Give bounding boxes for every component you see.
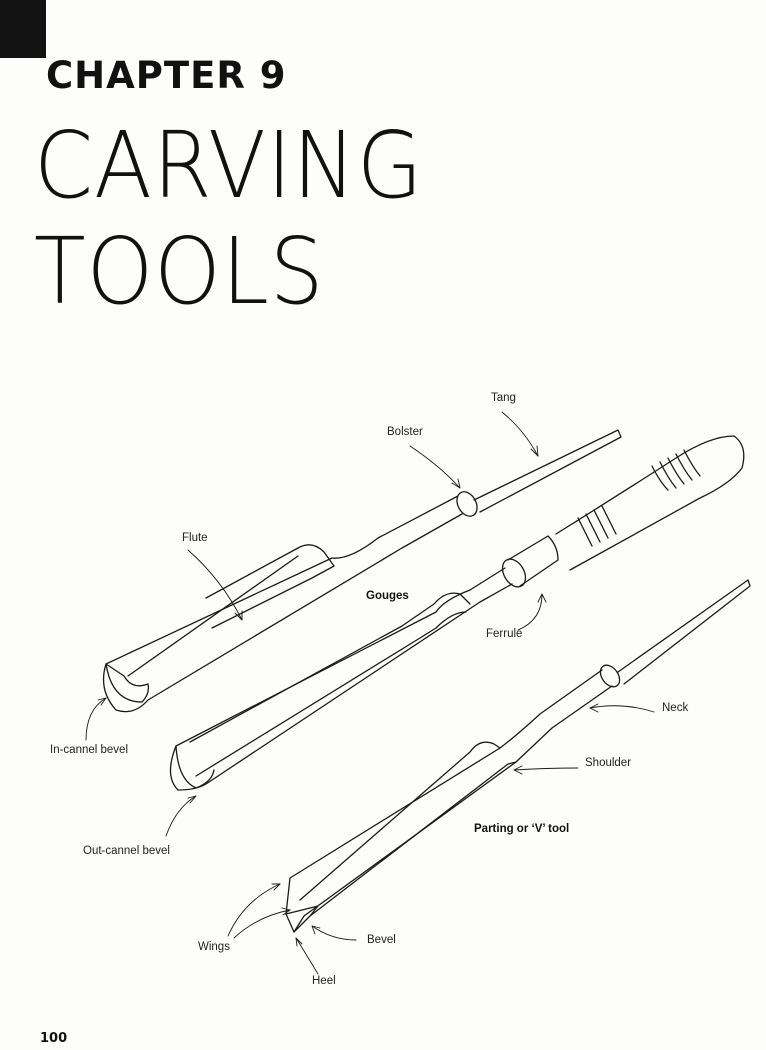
parting-tool-drawing [285, 579, 751, 933]
label-in-cannel-bevel: In-cannel bevel [50, 744, 128, 756]
chapter-label: CHAPTER 9 [46, 54, 287, 97]
chapter-title-line-1: CARVING [34, 112, 424, 219]
label-parting-tool: Parting or ‘V’ tool [474, 823, 570, 835]
label-wings: Wings [198, 941, 230, 953]
label-gouges: Gouges [366, 590, 409, 602]
label-tang: Tang [491, 392, 516, 404]
label-ferrule: Ferrule [486, 628, 523, 640]
page-number: 100 [40, 1031, 68, 1046]
label-bolster: Bolster [387, 426, 423, 438]
label-heel: Heel [312, 975, 336, 987]
label-bevel: Bevel [367, 934, 396, 946]
label-shoulder: Shoulder [585, 757, 632, 769]
chapter-title-line-2: TOOLS [34, 218, 325, 325]
leader-lines [85, 411, 655, 975]
middle-gouge-drawing [169, 435, 745, 791]
label-neck: Neck [662, 702, 689, 714]
top-gouge-drawing [102, 429, 622, 713]
label-flute: Flute [182, 532, 208, 544]
label-out-cannel-bevel: Out-cannel bevel [83, 845, 170, 857]
corner-block [0, 0, 46, 58]
